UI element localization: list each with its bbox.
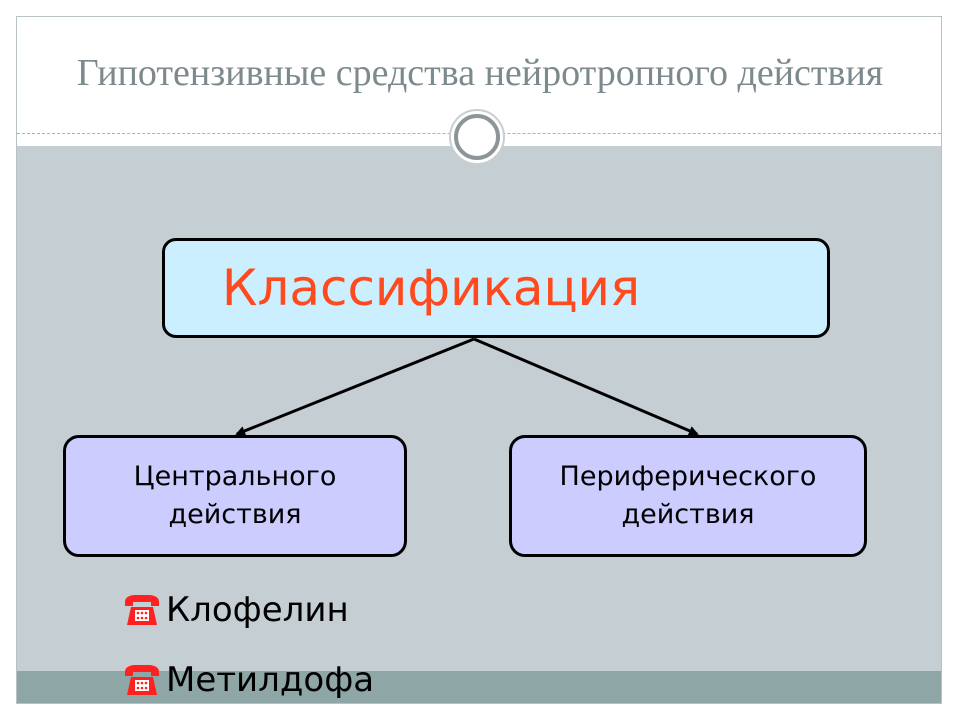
arrow-to-central [235,337,475,436]
peripheral-action-label: Периферического действия [560,458,817,534]
drug-name: Клофелин [166,590,349,630]
content-background [17,146,941,671]
classification-label: Классификация [221,259,641,317]
central-action-line1: Центрального [133,461,337,492]
peripheral-action-line2: действия [621,499,755,530]
circle-ornament-icon [449,109,505,165]
peripheral-action-box: Периферического действия [509,435,867,557]
central-action-line2: действия [168,499,302,530]
telephone-icon [125,595,159,625]
peripheral-action-line1: Периферического [559,461,817,492]
slide-title: Гипотензивные средства нейротропного дей… [76,52,884,94]
central-action-label: Центрального действия [134,458,337,534]
footer-band [17,671,941,703]
classification-box: Классификация [162,238,830,338]
telephone-icon [125,665,159,695]
arrow-to-peripheral [473,337,699,436]
drug-item: Клофелин [122,590,349,630]
drug-item: Метилдофа [122,660,374,700]
drug-name: Метилдофа [166,660,375,700]
central-action-box: Центрального действия [63,435,407,557]
